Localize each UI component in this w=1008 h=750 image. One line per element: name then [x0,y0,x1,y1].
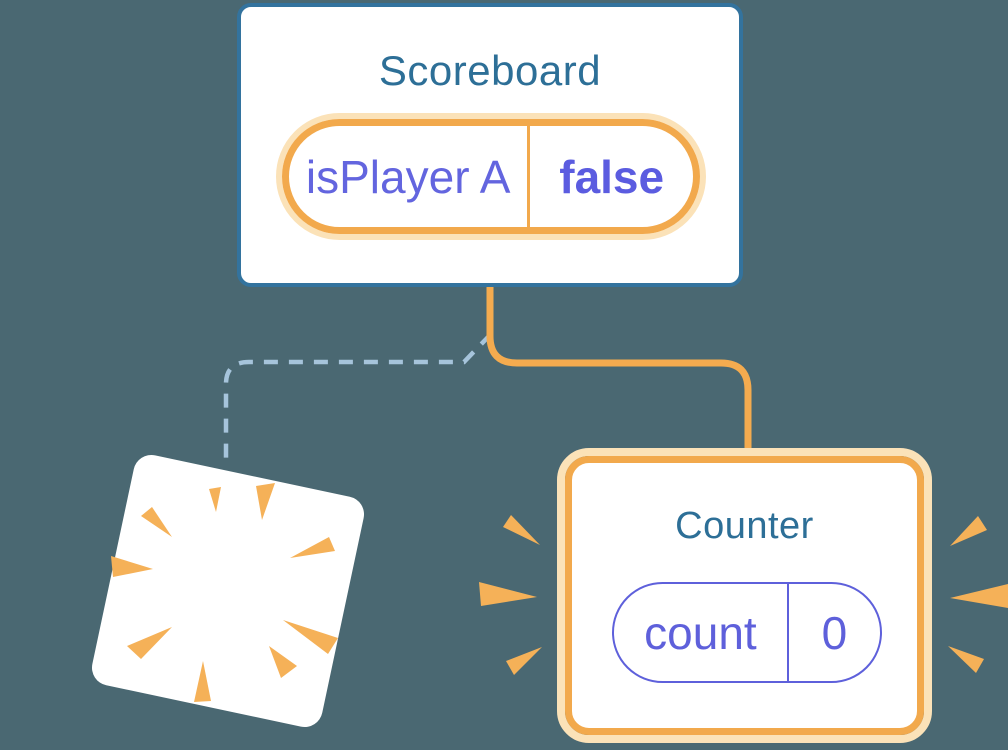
state-label: isPlayer A [289,126,531,227]
scoreboard-node: Scoreboard isPlayer A false [237,3,743,287]
counter-node-halo: Counter count 0 [557,448,932,743]
explosion-burst-icon [111,483,338,702]
counter-node: Counter count 0 [565,456,924,735]
destroyed-card [91,454,365,728]
scoreboard-state-pill-halo: isPlayer A false [276,113,706,240]
counter-state-pill: count 0 [612,582,882,683]
state-label: count [614,584,789,681]
counter-emphasis-burst-icon [479,515,1008,675]
solid-connector [486,283,752,453]
state-value: false [559,150,665,203]
scoreboard-title: Scoreboard [378,47,602,94]
destroyed-component [91,454,365,728]
dashed-connector [223,332,493,468]
counter-title: Counter [675,505,814,547]
scoreboard-state-pill: isPlayer A false [282,119,700,234]
state-value: 0 [821,606,848,659]
